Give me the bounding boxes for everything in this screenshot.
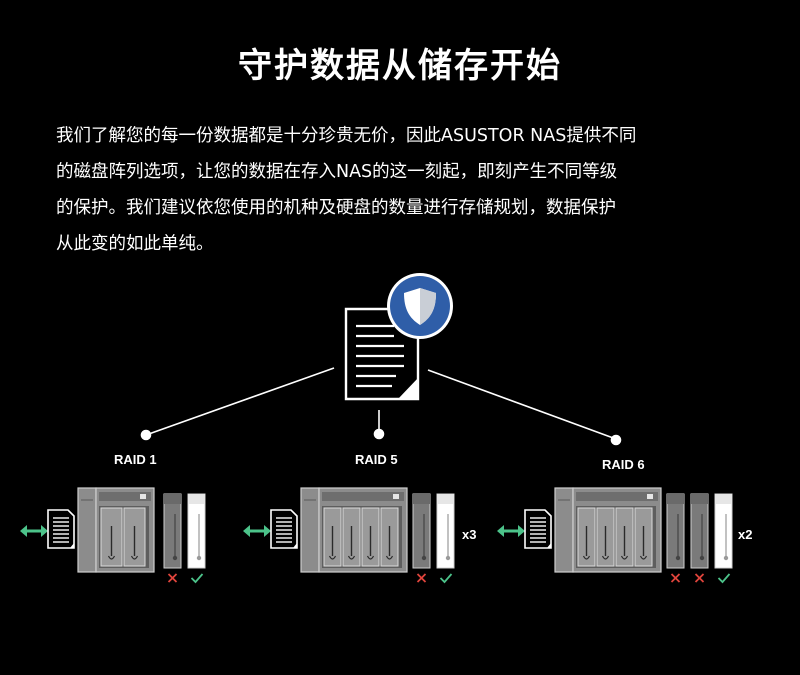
check-mark-icon bbox=[190, 573, 204, 584]
raid-label: RAID 1 bbox=[114, 452, 157, 467]
intro-paragraph: 我们了解您的每一份数据都是十分珍贵无价，因此ASUSTOR NAS提供不同 的磁… bbox=[56, 118, 756, 262]
page-title: 守护数据从储存开始 bbox=[238, 46, 562, 86]
drive-multiplier: x2 bbox=[738, 527, 752, 542]
double-arrow-icon bbox=[243, 525, 271, 537]
connector-raid1 bbox=[145, 367, 335, 436]
document-icon bbox=[524, 509, 552, 549]
raid-group-raid6 bbox=[497, 487, 733, 584]
cross-mark-icon bbox=[167, 573, 178, 583]
intro-line: 从此变的如此单纯。 bbox=[56, 234, 214, 254]
connector-dot bbox=[140, 429, 152, 441]
document-icon bbox=[270, 509, 298, 549]
drive-multiplier: x3 bbox=[462, 527, 476, 542]
document-icon bbox=[47, 509, 75, 549]
connector-dot bbox=[373, 428, 385, 440]
intro-line: 我们了解您的每一份数据都是十分珍贵无价，因此ASUSTOR NAS提供不同 bbox=[56, 126, 637, 146]
cross-mark-icon bbox=[416, 573, 427, 583]
intro-line: 的保护。我们建议依您使用的机种及硬盘的数量进行存储规划，数据保护 bbox=[56, 198, 616, 218]
check-mark-icon bbox=[439, 573, 453, 584]
shield-icon bbox=[404, 288, 436, 325]
double-arrow-icon bbox=[497, 525, 525, 537]
nas-device-icon bbox=[77, 487, 155, 573]
raid-group-raid5 bbox=[243, 487, 455, 584]
cross-mark-icon bbox=[670, 573, 681, 583]
connector-dot bbox=[610, 434, 622, 446]
nas-device-icon bbox=[300, 487, 408, 573]
hard-drive-icon bbox=[714, 493, 733, 569]
double-arrow-icon bbox=[20, 525, 48, 537]
hard-drive-icon bbox=[666, 493, 685, 569]
hard-drive-icon bbox=[163, 493, 182, 569]
nas-device-icon bbox=[554, 487, 662, 573]
raid-label: RAID 6 bbox=[602, 457, 645, 472]
connector-lines bbox=[140, 367, 622, 446]
cross-mark-icon bbox=[694, 573, 705, 583]
hard-drive-icon bbox=[187, 493, 206, 569]
raid-group-raid1 bbox=[20, 487, 206, 584]
intro-line: 的磁盘阵列选项，让您的数据在存入NAS的这一刻起，即刻产生不同等级 bbox=[56, 162, 618, 182]
check-mark-icon bbox=[717, 573, 731, 584]
shield-badge bbox=[387, 273, 453, 339]
connector-raid6 bbox=[427, 369, 617, 440]
hard-drive-icon bbox=[690, 493, 709, 569]
hard-drive-icon bbox=[436, 493, 455, 569]
raid-label: RAID 5 bbox=[355, 452, 398, 467]
hard-drive-icon bbox=[412, 493, 431, 569]
